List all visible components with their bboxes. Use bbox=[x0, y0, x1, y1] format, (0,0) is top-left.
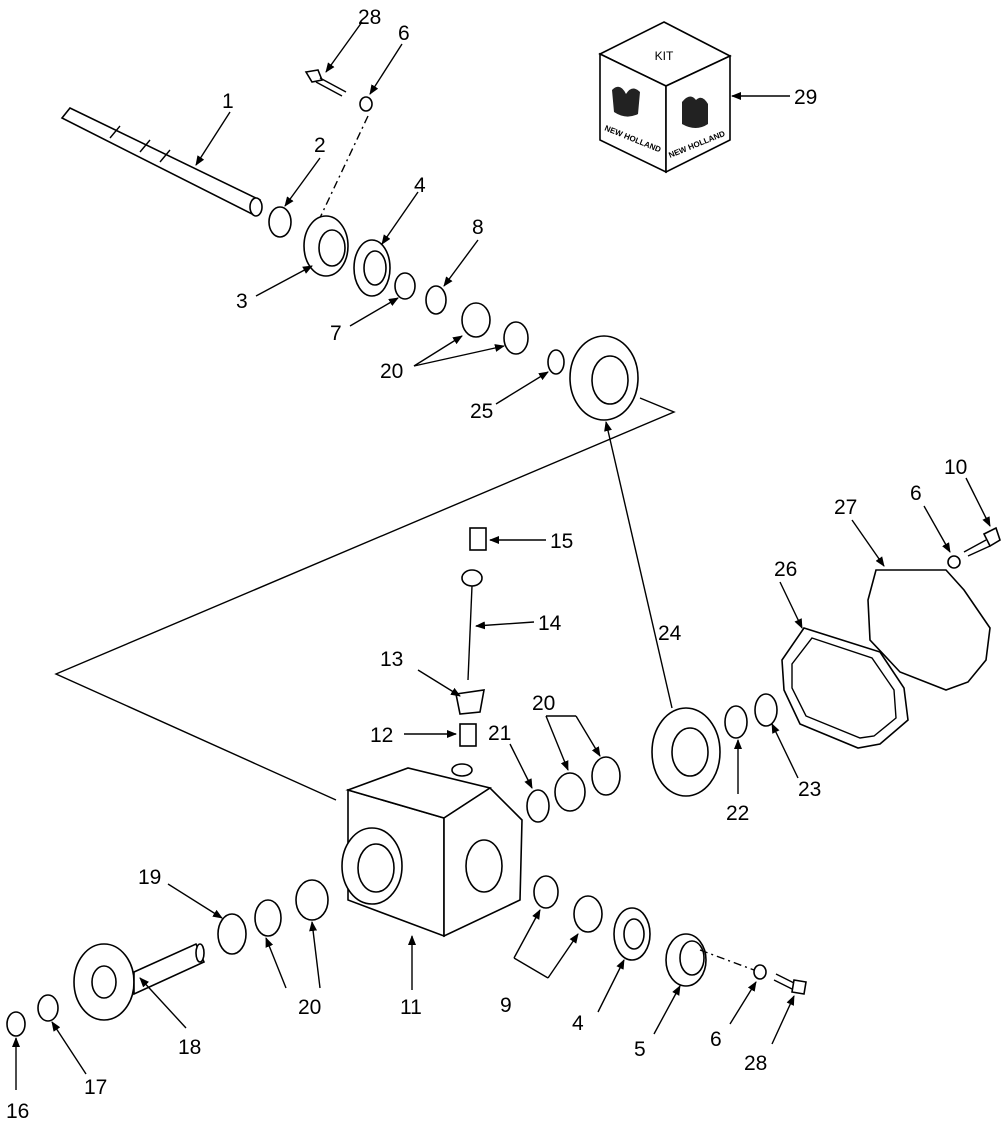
callout-8: 8 bbox=[472, 216, 484, 239]
bolt-28-top bbox=[304, 69, 347, 97]
callout-4-top: 4 bbox=[414, 174, 426, 197]
kit-label: KIT bbox=[655, 49, 674, 63]
callout-24: 24 bbox=[658, 622, 682, 645]
shim-4-low bbox=[613, 907, 651, 961]
callout-15: 15 bbox=[550, 530, 573, 553]
spacer-19 bbox=[217, 913, 247, 955]
washer-25 bbox=[547, 349, 565, 375]
shim-4-top bbox=[353, 239, 391, 297]
spacer-8 bbox=[425, 285, 447, 315]
seal-16 bbox=[6, 1011, 26, 1037]
callout-25: 25 bbox=[470, 400, 493, 423]
callout-1: 1 bbox=[222, 90, 234, 113]
callout-6-right: 6 bbox=[910, 482, 922, 505]
new-holland-leaf-icon bbox=[612, 86, 708, 128]
callout-2: 2 bbox=[314, 134, 326, 157]
callout-5: 5 bbox=[634, 1038, 646, 1061]
callout-7: 7 bbox=[330, 322, 342, 345]
callout-10: 10 bbox=[944, 456, 967, 479]
callout-4-low: 4 bbox=[572, 1012, 584, 1035]
bolt-10 bbox=[963, 526, 1001, 557]
callout-23: 23 bbox=[798, 778, 821, 801]
callout-20-top: 20 bbox=[380, 360, 403, 383]
breather-15 bbox=[469, 527, 487, 551]
bearing-cap-3 bbox=[303, 215, 349, 277]
bolt-28-low bbox=[773, 973, 807, 995]
callout-3: 3 bbox=[236, 290, 248, 313]
seal-21 bbox=[526, 789, 550, 823]
bearing-cone-20-top bbox=[503, 321, 529, 355]
callout-29: 29 bbox=[794, 86, 817, 109]
callout-18: 18 bbox=[178, 1036, 201, 1059]
callout-27: 27 bbox=[834, 496, 857, 519]
gearbox-housing-11 bbox=[341, 763, 523, 938]
bearing-17 bbox=[37, 994, 59, 1022]
callout-14: 14 bbox=[538, 612, 562, 635]
callout-6-low: 6 bbox=[710, 1028, 722, 1051]
seal-23 bbox=[754, 693, 778, 727]
dipstick-14 bbox=[461, 569, 483, 681]
bearing-cup-20-mid bbox=[554, 772, 586, 812]
end-cap-5 bbox=[665, 933, 707, 987]
callout-9: 9 bbox=[500, 994, 512, 1017]
cover-plate-27 bbox=[867, 569, 991, 691]
snap-ring-22 bbox=[724, 705, 748, 739]
washer-6-low bbox=[753, 964, 767, 980]
seal-2 bbox=[268, 206, 292, 238]
bearing-cone-20-mid bbox=[591, 756, 621, 796]
callout-16: 16 bbox=[6, 1100, 29, 1123]
callout-19: 19 bbox=[138, 866, 161, 889]
callout-12: 12 bbox=[370, 724, 393, 747]
callout-28-low: 28 bbox=[744, 1052, 767, 1075]
callout-21: 21 bbox=[488, 722, 511, 745]
callout-6-top: 6 bbox=[398, 22, 410, 45]
washer-6-top bbox=[359, 96, 373, 112]
callout-20-mid: 20 bbox=[532, 692, 555, 715]
bearing-cone-20-low bbox=[254, 899, 282, 937]
kit-box: KIT NEW HOLLAND NEW HOLLAND bbox=[598, 21, 732, 174]
plug-13 bbox=[455, 689, 485, 715]
washer-6-right bbox=[947, 555, 961, 569]
callout-13: 13 bbox=[380, 648, 403, 671]
callout-17: 17 bbox=[84, 1076, 107, 1099]
bevel-gear-top bbox=[569, 335, 639, 421]
bearing-cone-9 bbox=[533, 875, 559, 909]
callout-20-low: 20 bbox=[298, 996, 321, 1019]
callout-26: 26 bbox=[774, 558, 797, 581]
gear-24 bbox=[651, 707, 721, 797]
output-shaft-18 bbox=[73, 942, 206, 1021]
bearing-cup-9 bbox=[573, 895, 603, 933]
input-shaft bbox=[60, 107, 263, 217]
callout-22: 22 bbox=[726, 802, 749, 825]
seal-7 bbox=[394, 272, 416, 300]
callout-11: 11 bbox=[400, 996, 422, 1019]
callout-28-top: 28 bbox=[358, 6, 381, 29]
gasket-26 bbox=[781, 627, 909, 749]
spring-12 bbox=[459, 723, 477, 747]
bearing-cup-20-top bbox=[461, 302, 491, 338]
bearing-cup-20-low bbox=[295, 879, 329, 921]
